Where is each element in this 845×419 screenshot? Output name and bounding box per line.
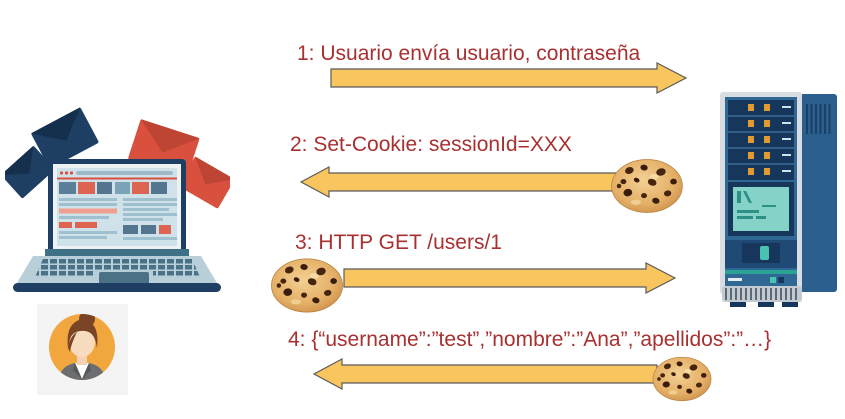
message-3-label: 3: HTTP GET /users/1 — [295, 231, 502, 254]
message-1-label: 1: Usuario envía usuario, contraseña — [297, 42, 641, 65]
message-4-arrow-left — [313, 358, 658, 390]
red-envelope-icon — [178, 156, 230, 209]
navy-envelope-icon — [30, 107, 99, 169]
user-avatar — [37, 304, 128, 395]
message-1-arrow-right — [330, 62, 688, 94]
client-laptop-icon — [5, 107, 230, 292]
cookie-icon — [652, 356, 712, 402]
cookie-icon — [611, 159, 683, 213]
server-icon — [720, 92, 837, 307]
message-4-label: 4: {“username”:”test”,”nombre”:”Ana”,”ap… — [288, 328, 772, 351]
message-3-arrow-right — [343, 262, 677, 294]
message-2-arrow-left — [300, 166, 656, 198]
message-2-label: 2: Set-Cookie: sessionId=XXX — [290, 133, 572, 156]
cookie-icon — [271, 258, 343, 313]
